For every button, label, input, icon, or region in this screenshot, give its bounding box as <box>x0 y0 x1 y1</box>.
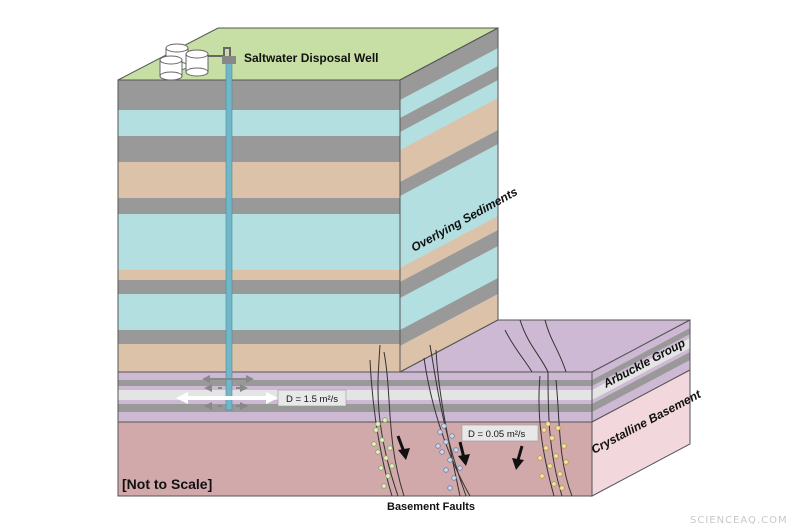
basement-faults-label: Basement Faults <box>387 501 475 513</box>
storage-tanks-icon <box>159 43 209 81</box>
svg-text:D = 1.5 m²/s: D = 1.5 m²/s <box>286 394 338 405</box>
well-bore <box>225 61 233 411</box>
disposal-well <box>205 47 236 411</box>
scale-note: [Not to Scale] <box>122 476 212 492</box>
overlying-block <box>117 27 499 373</box>
fault-zones <box>369 319 573 497</box>
front-face-layers <box>118 80 400 372</box>
side-face-layers <box>400 28 498 372</box>
diffusivity-arbuckle-box: D = 1.5 m²/s <box>277 389 347 407</box>
watermark: SCIENCEAQ.COM <box>690 515 788 526</box>
svg-text:D = 0.05 m²/s: D = 0.05 m²/s <box>468 429 526 440</box>
fluid-flow-arrows-icon <box>176 375 278 410</box>
well-label: Saltwater Disposal Well <box>244 51 379 65</box>
basement-side <box>591 369 691 497</box>
fault-slip-arrow-icon <box>396 435 524 470</box>
fault-fluid-dots <box>371 417 569 491</box>
diffusivity-basement-box: D = 0.05 m²/s <box>461 424 539 442</box>
